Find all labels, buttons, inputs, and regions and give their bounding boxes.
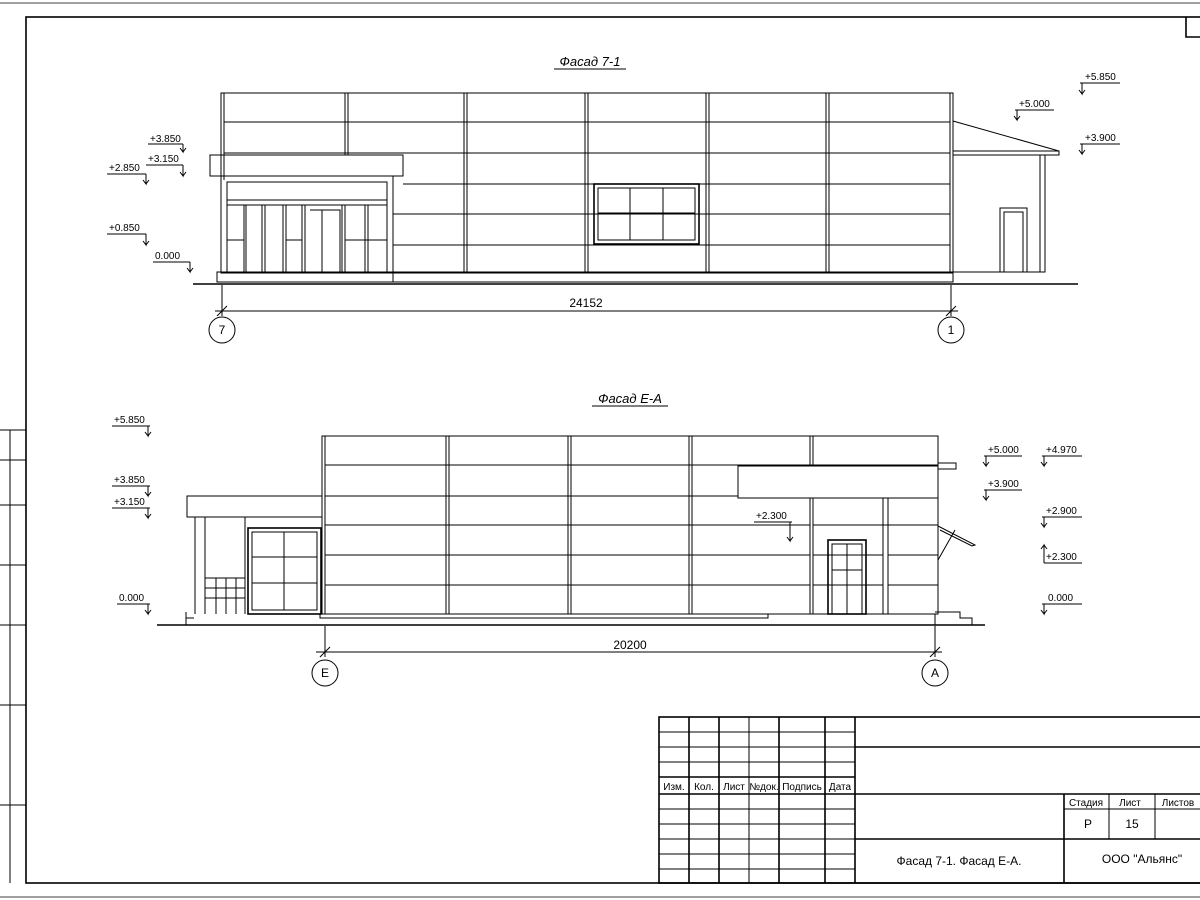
level-mark-right-3900: +3.900 bbox=[1078, 133, 1120, 156]
level-mark-b-left-3150: +3.150 bbox=[112, 497, 152, 520]
door-bottom-facade bbox=[827, 539, 867, 615]
level-mark-b-right-4970: +4.970 bbox=[1040, 445, 1082, 468]
svg-text:+3.150: +3.150 bbox=[148, 154, 179, 165]
facade-e-a: Фасад Е-А bbox=[112, 391, 1082, 687]
tb-header-kol: Кол. bbox=[694, 782, 714, 793]
svg-text:7: 7 bbox=[219, 323, 226, 337]
level-mark-left-3850: +3.850 bbox=[148, 134, 187, 154]
level-mark-b-right-5000: +5.000 bbox=[982, 445, 1022, 468]
facade-bottom-title: Фасад Е-А bbox=[598, 391, 662, 406]
svg-text:+2.300: +2.300 bbox=[1046, 552, 1077, 563]
level-mark-b-left-3850: +3.850 bbox=[112, 475, 152, 498]
axis-e: Е bbox=[311, 659, 339, 687]
level-mark-left-3150: +3.150 bbox=[146, 154, 187, 178]
level-mark-b-mid-2300: +2.300 bbox=[754, 511, 794, 543]
axis-1: 1 bbox=[937, 316, 965, 344]
dimension-bottom-value: 20200 bbox=[613, 638, 647, 652]
svg-text:+5.000: +5.000 bbox=[988, 445, 1019, 456]
title-block: Изм. Кол. Лист №док. Подпись Дата Стадия… bbox=[658, 716, 1200, 884]
level-mark-b-right-3900: +3.900 bbox=[982, 479, 1022, 502]
axis-a: А bbox=[921, 659, 949, 687]
svg-text:+3.900: +3.900 bbox=[988, 479, 1019, 490]
tb-header-izm: Изм. bbox=[663, 782, 684, 793]
tb-sheet-label: Лист bbox=[1119, 798, 1141, 809]
svg-text:+2.850: +2.850 bbox=[109, 163, 140, 174]
svg-text:А: А bbox=[931, 666, 939, 680]
level-mark-b-left-5850: +5.850 bbox=[112, 415, 152, 438]
level-mark-right-5850: +5.850 bbox=[1078, 72, 1120, 96]
svg-text:+5.000: +5.000 bbox=[1019, 99, 1050, 110]
level-mark-left-0850: +0.850 bbox=[107, 223, 150, 247]
tb-stage-label: Стадия bbox=[1069, 798, 1103, 809]
svg-text:+5.850: +5.850 bbox=[114, 415, 145, 426]
panel-joints-bottom bbox=[325, 436, 938, 614]
entrance-glazing bbox=[226, 181, 388, 273]
svg-text:+3.150: +3.150 bbox=[114, 497, 145, 508]
level-mark-b-left-0000: 0.000 bbox=[117, 593, 152, 616]
facade-top-title: Фасад 7-1 bbox=[560, 54, 621, 69]
tb-stage-value: Р bbox=[1084, 817, 1092, 831]
level-mark-b-right-2300: +2.300 bbox=[1040, 543, 1082, 564]
window-top-facade bbox=[593, 183, 700, 245]
dimension-top: 24152 bbox=[215, 285, 958, 317]
svg-text:+3.900: +3.900 bbox=[1085, 133, 1116, 144]
svg-text:Е: Е bbox=[321, 666, 329, 680]
tb-header-ndok: №док. bbox=[749, 782, 778, 793]
panel-joints-top bbox=[224, 93, 950, 273]
level-mark-b-right-2900: +2.900 bbox=[1040, 506, 1082, 529]
tb-header-list: Лист bbox=[723, 782, 745, 793]
level-mark-left-2850: +2.850 bbox=[107, 163, 150, 186]
svg-text:0.000: 0.000 bbox=[155, 251, 180, 262]
tb-sheets-label: Листов bbox=[1162, 798, 1195, 809]
svg-text:1: 1 bbox=[948, 323, 955, 337]
svg-text:+2.300: +2.300 bbox=[756, 511, 787, 522]
tb-sheet-value: 15 bbox=[1125, 817, 1139, 831]
dimension-top-value: 24152 bbox=[569, 296, 603, 310]
tb-drawing-name: Фасад 7-1. Фасад Е-А. bbox=[897, 854, 1022, 868]
annex-top-facade bbox=[952, 120, 1060, 273]
level-mark-right-5000: +5.000 bbox=[1013, 99, 1054, 122]
tb-header-data: Дата bbox=[829, 782, 852, 793]
tb-company: ООО "Альянс" bbox=[1102, 852, 1182, 866]
window-bottom-facade bbox=[247, 527, 322, 615]
tb-header-podpis: Подпись bbox=[782, 782, 822, 793]
dimension-bottom: 20200 bbox=[316, 626, 942, 658]
svg-text:0.000: 0.000 bbox=[119, 593, 144, 604]
axis-7: 7 bbox=[208, 311, 236, 344]
svg-text:+3.850: +3.850 bbox=[150, 134, 181, 145]
svg-text:+4.970: +4.970 bbox=[1046, 445, 1077, 456]
svg-text:+5.850: +5.850 bbox=[1085, 72, 1116, 83]
level-mark-left-0000: 0.000 bbox=[153, 251, 194, 274]
svg-text:+3.850: +3.850 bbox=[114, 475, 145, 486]
svg-text:+2.900: +2.900 bbox=[1046, 506, 1077, 517]
svg-text:+0.850: +0.850 bbox=[109, 223, 140, 234]
svg-text:0.000: 0.000 bbox=[1048, 593, 1073, 604]
level-mark-b-right-0000: 0.000 bbox=[1040, 593, 1082, 616]
facade-7-1: Фасад 7-1 bbox=[107, 54, 1120, 344]
